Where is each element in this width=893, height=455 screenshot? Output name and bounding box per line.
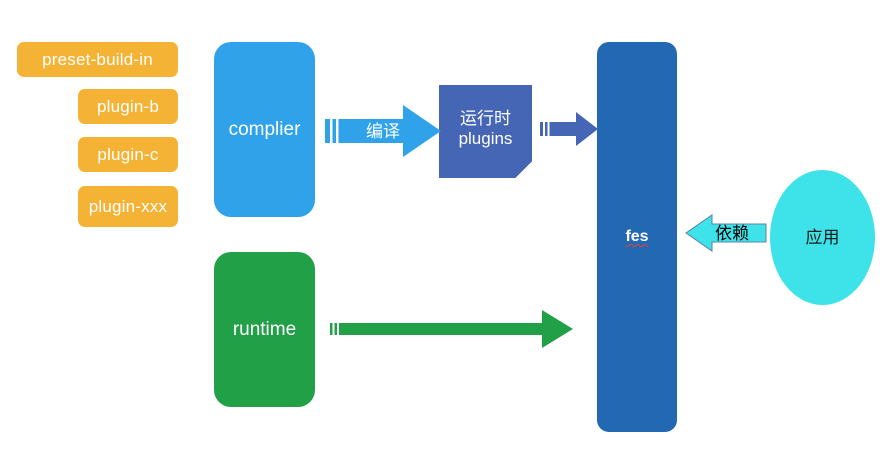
plugin-chip-label: preset-build-in [42, 49, 153, 69]
plugin-chip-label: plugin-b [96, 96, 160, 116]
folded-corner-icon [515, 161, 532, 178]
node-complier[interactable]: complier [214, 42, 315, 217]
node-app-label: 应用 [805, 227, 840, 247]
plugin-chip-label: plugin-xxx [88, 197, 168, 216]
arrow-plugins-to-fes [540, 112, 598, 146]
node-fes-label: fes [625, 228, 649, 246]
plugin-chip-plugin-xxx[interactable]: plugin-xxx [78, 186, 178, 227]
node-runtime-plugins-line1: 运行时 [460, 109, 511, 129]
node-complier-label: complier [228, 118, 301, 140]
node-app[interactable]: 应用 [770, 170, 875, 305]
arrow-depend [685, 214, 767, 252]
node-runtime-plugins-line2: plugins [458, 128, 513, 148]
node-fes[interactable]: fes [597, 42, 677, 432]
arrow-runtime-to-fes [330, 310, 573, 348]
plugin-chip-plugin-c[interactable]: plugin-c [78, 137, 178, 172]
node-runtime-plugins[interactable]: 运行时 plugins [439, 85, 532, 178]
node-runtime-label: runtime [232, 318, 297, 340]
arrow-compile-label: 编译 [366, 121, 400, 141]
plugin-chip-label: plugin-c [97, 144, 159, 164]
arrow-depend-label: 依赖 [715, 223, 749, 243]
node-runtime[interactable]: runtime [214, 252, 315, 407]
plugin-chip-plugin-b[interactable]: plugin-b [78, 89, 178, 124]
arrow-compile [325, 105, 441, 157]
plugin-chip-preset-build-in[interactable]: preset-build-in [17, 42, 178, 77]
